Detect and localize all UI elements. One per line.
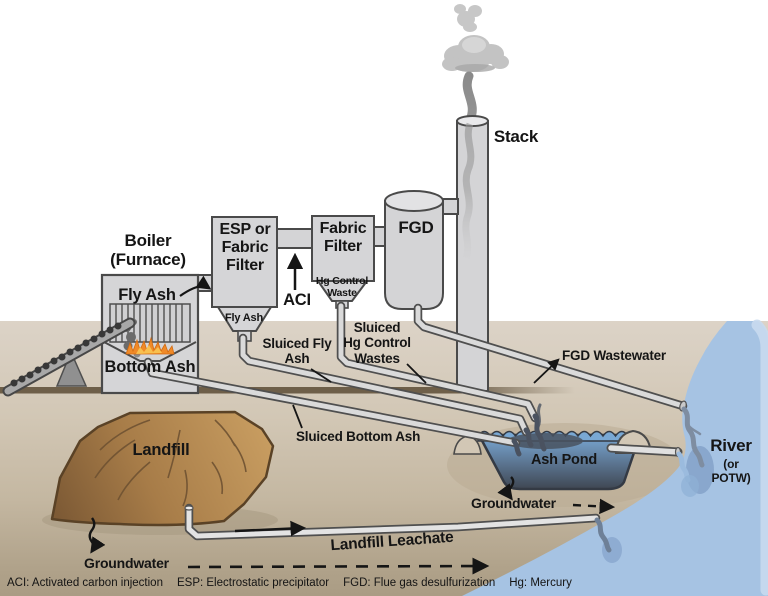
- stream-fly-ash: [523, 427, 534, 448]
- stream-leachate-to-river: [594, 517, 612, 553]
- stream-hg-waste: [532, 413, 547, 452]
- leader-sluiced-bottom-ash: [292, 404, 303, 429]
- ash-pond-label: Ash Pond: [530, 452, 598, 468]
- landfill-label: Landfill: [132, 441, 190, 459]
- landfill-ridge-lines: [94, 419, 247, 507]
- fgd-wastewater-label: FGD Wastewater: [562, 348, 666, 363]
- coal-conveyor: [2, 317, 136, 397]
- leader-sluiced-hg: [406, 363, 427, 384]
- discharge-streams: [511, 403, 714, 563]
- fly-ash-arrow: [179, 275, 212, 297]
- flames-inner: [136, 345, 162, 354]
- stream-fgd-to-river: [681, 406, 705, 468]
- aci-label: ACI: [283, 291, 311, 309]
- groundwater-squiggle-pond: [497, 476, 515, 501]
- legend-item-aci: ACI: Activated carbon injection: [7, 577, 163, 589]
- legend-item-fgd: FGD: Flue gas desulfurization: [343, 577, 496, 589]
- stream-fgd-branch: [686, 423, 702, 436]
- ff-hopper-label: Hg Control Waste: [315, 275, 369, 299]
- smoke-cloud-small: [454, 4, 482, 32]
- groundwater-dash-pond: [572, 498, 616, 515]
- groundwater-dash-landfill: [187, 557, 490, 575]
- stack-inner-smoke: [462, 122, 475, 260]
- esp-hopper-label: Fly Ash: [225, 312, 263, 324]
- conveyor-support: [55, 350, 88, 387]
- esp-label: ESP or Fabric Filter: [219, 221, 271, 275]
- annotations: [88, 252, 616, 575]
- esp-hopper: [216, 306, 273, 332]
- legend-bar: ACI: Activated carbon injection ESP: Ele…: [7, 577, 572, 589]
- dark-soil-band: [0, 387, 575, 394]
- boiler-label: Boiler (Furnace): [110, 231, 186, 270]
- river-potw-label: (or POTW): [711, 457, 751, 485]
- fgd-vessel-top: [384, 190, 444, 212]
- river-label: River: [710, 436, 752, 455]
- coal-lumps: [10, 322, 122, 387]
- pipe-sluiced-fly-ash: [238, 333, 531, 437]
- legend-item-esp: ESP: Electrostatic precipitator: [176, 577, 330, 589]
- stack-label: Stack: [493, 127, 539, 146]
- pond-dark-splash-pool: [507, 433, 583, 449]
- sluiced-hg-label: Sluiced Hg Control Wastes: [343, 320, 411, 366]
- fgd-vessel: [384, 200, 444, 310]
- bottom-ash-label: Bottom Ash: [104, 358, 196, 376]
- river-light-edge: [751, 319, 768, 596]
- flames: [125, 336, 175, 355]
- fabric-filter-hopper: [316, 280, 369, 302]
- fabric-filter-box: [311, 215, 375, 282]
- smoke-cloud-large: [442, 35, 509, 72]
- stream-dark-wisp: [536, 403, 542, 429]
- river-water: [462, 321, 768, 596]
- groundwater-landfill-label: Groundwater: [84, 555, 169, 571]
- boiler-grate: [109, 303, 191, 343]
- pipe-sluiced-hg-waste: [336, 301, 540, 423]
- boiler-flyash-label: Fly Ash: [118, 286, 176, 304]
- leader-fgd-wastewater: [533, 358, 560, 384]
- river-plume-outlet: [681, 475, 699, 497]
- esp-box: [211, 216, 278, 308]
- stream-bottom-ash: [511, 438, 522, 457]
- pipe-sluiced-bottom-ash: [143, 357, 521, 448]
- fabric-filter-label: Fabric Filter: [319, 220, 367, 256]
- groundwater-squiggle-landfill: [88, 517, 106, 554]
- stack-top-opening: [456, 115, 489, 127]
- leader-sluiced-fly-ash: [310, 368, 332, 383]
- sluiced-fly-ash-label: Sluiced Fly Ash: [262, 336, 332, 367]
- groundwater-pond-label: Groundwater: [471, 495, 556, 511]
- pipe-landfill-leachate: [184, 503, 601, 541]
- legend-item-hg: Hg: Mercury: [509, 577, 572, 589]
- fgd-label: FGD: [398, 218, 434, 237]
- sluiced-bottom-ash-label: Sluiced Bottom Ash: [296, 429, 421, 444]
- landfill-mound: [50, 410, 275, 527]
- leachate-flow-arrow: [234, 520, 307, 537]
